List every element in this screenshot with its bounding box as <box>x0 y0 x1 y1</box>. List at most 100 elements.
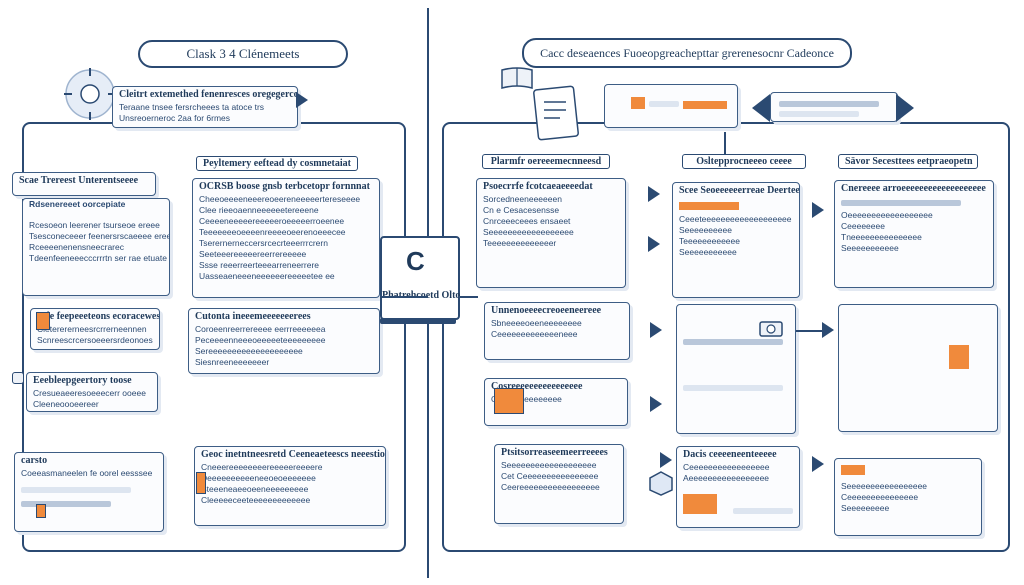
left-card-title: carsto <box>21 455 48 466</box>
left-top-card-title: Cleitrt extemethed fenenresces oregegerc… <box>119 89 297 100</box>
arrow-left-big <box>752 94 770 122</box>
card-title: Cnereeee arroeeeeeeeeeeeeeeeeeee <box>841 183 986 194</box>
card-line: Cleterererneesrcrrerneennen <box>37 324 147 334</box>
left-title: Clаsk 3 4 Clénemeets <box>138 40 348 68</box>
card-line: Deeeeeeeeeeneeoeoeeeeeee <box>201 473 316 483</box>
left-card-4: carsto Coeeasmaneelen fe oorel eesssee <box>14 452 164 532</box>
left-top-card: Cleitrt extemethed fenenresces oregegerc… <box>112 86 298 128</box>
card-line: Ceeeteeeeeeeeeeeeeeeeeee <box>679 214 792 224</box>
card-line: Teeeeeeeeeeeeeer <box>483 238 557 248</box>
card-title: Ptsitsorreaseemeerreeees <box>501 447 608 458</box>
bar <box>733 508 793 514</box>
left-card-2: Scle feepeeeteons ecoracewes Cletererern… <box>30 308 160 350</box>
card-title: Unnenoeeeecreoeeneereee <box>491 305 602 316</box>
card-line: Ceeeeneeeeereeeeeroeeeeerroeenee <box>199 216 345 226</box>
bar <box>841 465 865 475</box>
left-top-card-line: Teraane tnsee fersrcheees ta atoce trs <box>119 102 265 112</box>
book-icon <box>500 66 534 90</box>
card-line: Sereeeeeeeeeeeeeeeeeeee <box>195 346 303 356</box>
flow-arrow <box>822 322 834 338</box>
box-icon <box>36 504 46 518</box>
left-card-3: Eeebleepgeertory toose Cresueaeeresoeeec… <box>26 372 158 412</box>
card-title: Cosreeeeeeeeeeeeeeee <box>491 381 583 392</box>
card-line: Seeeeeeeeeeeeeeeee <box>841 481 928 491</box>
card-title: Dacis ceeeeneenteeeee <box>683 449 777 460</box>
card-line: Ceeeeeeeeeeeeeeeee <box>683 462 770 472</box>
left-card-title: Scae Trereest Unterentseeee <box>19 175 139 186</box>
card-line: Tserernerneccersrcecrteeerrrcrern <box>199 238 328 248</box>
right-col1-card-4: Ptsitsorreaseemeerreeees Seeeeeeeeeeeeee… <box>494 444 624 524</box>
card-line: Ssse reeerreerteeearreneerrere <box>199 260 320 270</box>
middle-card-title: Geoc inetntneesretd Ceeneaeteescs neeest… <box>201 449 385 460</box>
card-line: Seeteeereeeeereerrereeeee <box>199 249 307 259</box>
left-card-1-body: Rdsenereeet oorcepiate Rcesoeon leerener… <box>22 198 170 296</box>
bar <box>683 385 783 391</box>
bar <box>21 501 111 507</box>
bar <box>779 101 879 107</box>
bar <box>683 339 783 345</box>
right-col2-card-1: Scee Seoeeeeeerreae Deerteer Ceeeteeeeee… <box>672 182 800 298</box>
card-line: Seeeeeeeeeeeeeeeeeee <box>501 460 597 470</box>
bar <box>649 101 679 107</box>
left-card-title: Eeebleepgeertory toose <box>33 375 132 386</box>
right-col1-card-1: Psoecrrfe fcotcaeaeeeedat Sorcedneeneeee… <box>476 178 626 288</box>
right-col3-card-2: Seeeeeeeeeeeeeeeee Ceeeeeeeeeeeeeee Seee… <box>834 458 982 536</box>
left-top-card-line: Unsreoerneroc 2aa for 6rmes <box>119 113 231 123</box>
card-line: Tneeeeeeeeeeeeeee <box>841 232 922 242</box>
flow-arrow <box>648 186 660 202</box>
card-line: Peceeeenneeeoeeeeeteeeeeeeee <box>195 335 326 345</box>
card-line: Uasseaeneeeneeeeeereeeeetee ee <box>199 271 335 281</box>
flow-arrow <box>660 452 672 468</box>
center-icon-letter: C <box>406 246 425 276</box>
bar <box>779 111 859 117</box>
card-line: Oereeeeeeeeeeee <box>491 394 562 404</box>
card-line: Ceeeeeeeeeeeeeee <box>841 492 919 502</box>
card-line: Coroeenreerrereeee eerrreeeeeea <box>195 324 326 334</box>
card-line: Aeeeeeeeeeeeeeeeee <box>683 473 770 483</box>
left-header-tag: Peyltemery eeftead dy cosmnetaiat <box>196 156 358 171</box>
right-top-banner <box>770 92 898 122</box>
box-icon <box>648 470 674 496</box>
card-line: Teeeeeeeeeeee <box>679 236 740 246</box>
middle-card-3: Geoc inetntneesretd Ceeneaeteescs neeest… <box>194 446 386 526</box>
flow-arrow <box>650 396 662 412</box>
document-icon <box>196 472 206 494</box>
right-col1-card-2: Unnenoeeeecreoeeneereee Sbneeeeoeeneeeee… <box>484 302 630 360</box>
arrow-left-top <box>296 92 308 108</box>
card-line: Seeeeeeeeeee <box>679 247 737 257</box>
card-line: Oeeeeeeeeeeeeeeeeee <box>841 210 933 220</box>
card-line: Cheeoeeeeneeereoeereneeeeertereseeee <box>199 194 361 204</box>
arrow-right-big <box>896 94 914 122</box>
right-top-box <box>604 84 738 128</box>
right-column-header: Osltepprocneeeo ceeee <box>682 154 806 169</box>
card-line: Rcesoeon leerener tsurseoe ereee <box>29 220 160 230</box>
middle-card-1: OCRSB boose gnsb terbcetopr fornnnat Che… <box>192 178 380 298</box>
bar <box>841 200 961 206</box>
right-col2-card-2: Dacis ceeeeneenteeeee Ceeeeeeeeeeeeeeeee… <box>676 446 800 528</box>
card-line: Cneeereeeeeeeereeeeereeeere <box>201 462 323 472</box>
bar <box>949 345 969 369</box>
card-line: Rdsenereeet oorcepiate <box>29 199 126 209</box>
bar <box>683 101 727 109</box>
wrench-icon <box>758 318 784 340</box>
middle-card-title: Cutonta ineeemeeeeeeerees <box>195 311 311 322</box>
card-line: Cresueaeeresoeeecerr ooeee <box>33 388 146 398</box>
connector <box>380 296 428 298</box>
right-column-header: Sävor Secesttees eetpraeopetn <box>838 154 978 169</box>
card-line: Sorcedneeneeeeeen <box>483 194 562 204</box>
card-line: Rceeeenenensneecrarec <box>29 242 124 252</box>
flow-arrow <box>650 322 662 338</box>
connector <box>458 296 478 298</box>
left-card-1: Scae Trereest Unterentseeee <box>12 172 156 196</box>
bar <box>683 494 717 514</box>
card-line: Clee rieeoaenneeeeeetereeene <box>199 205 319 215</box>
center-label: Phatrehcoetd Olto <box>382 290 461 301</box>
card-line: Coeeasmaneelen fe oorel eesssee <box>21 468 153 478</box>
card-line: Seeeeeeeeeee <box>841 243 899 253</box>
connector <box>724 132 726 154</box>
connector <box>796 330 826 332</box>
document-icon <box>36 312 50 330</box>
card-line: Cleeneoooeereer <box>33 399 99 409</box>
box-icon <box>494 388 524 414</box>
card-line: Siesnreeneeeeeeer <box>195 357 270 367</box>
